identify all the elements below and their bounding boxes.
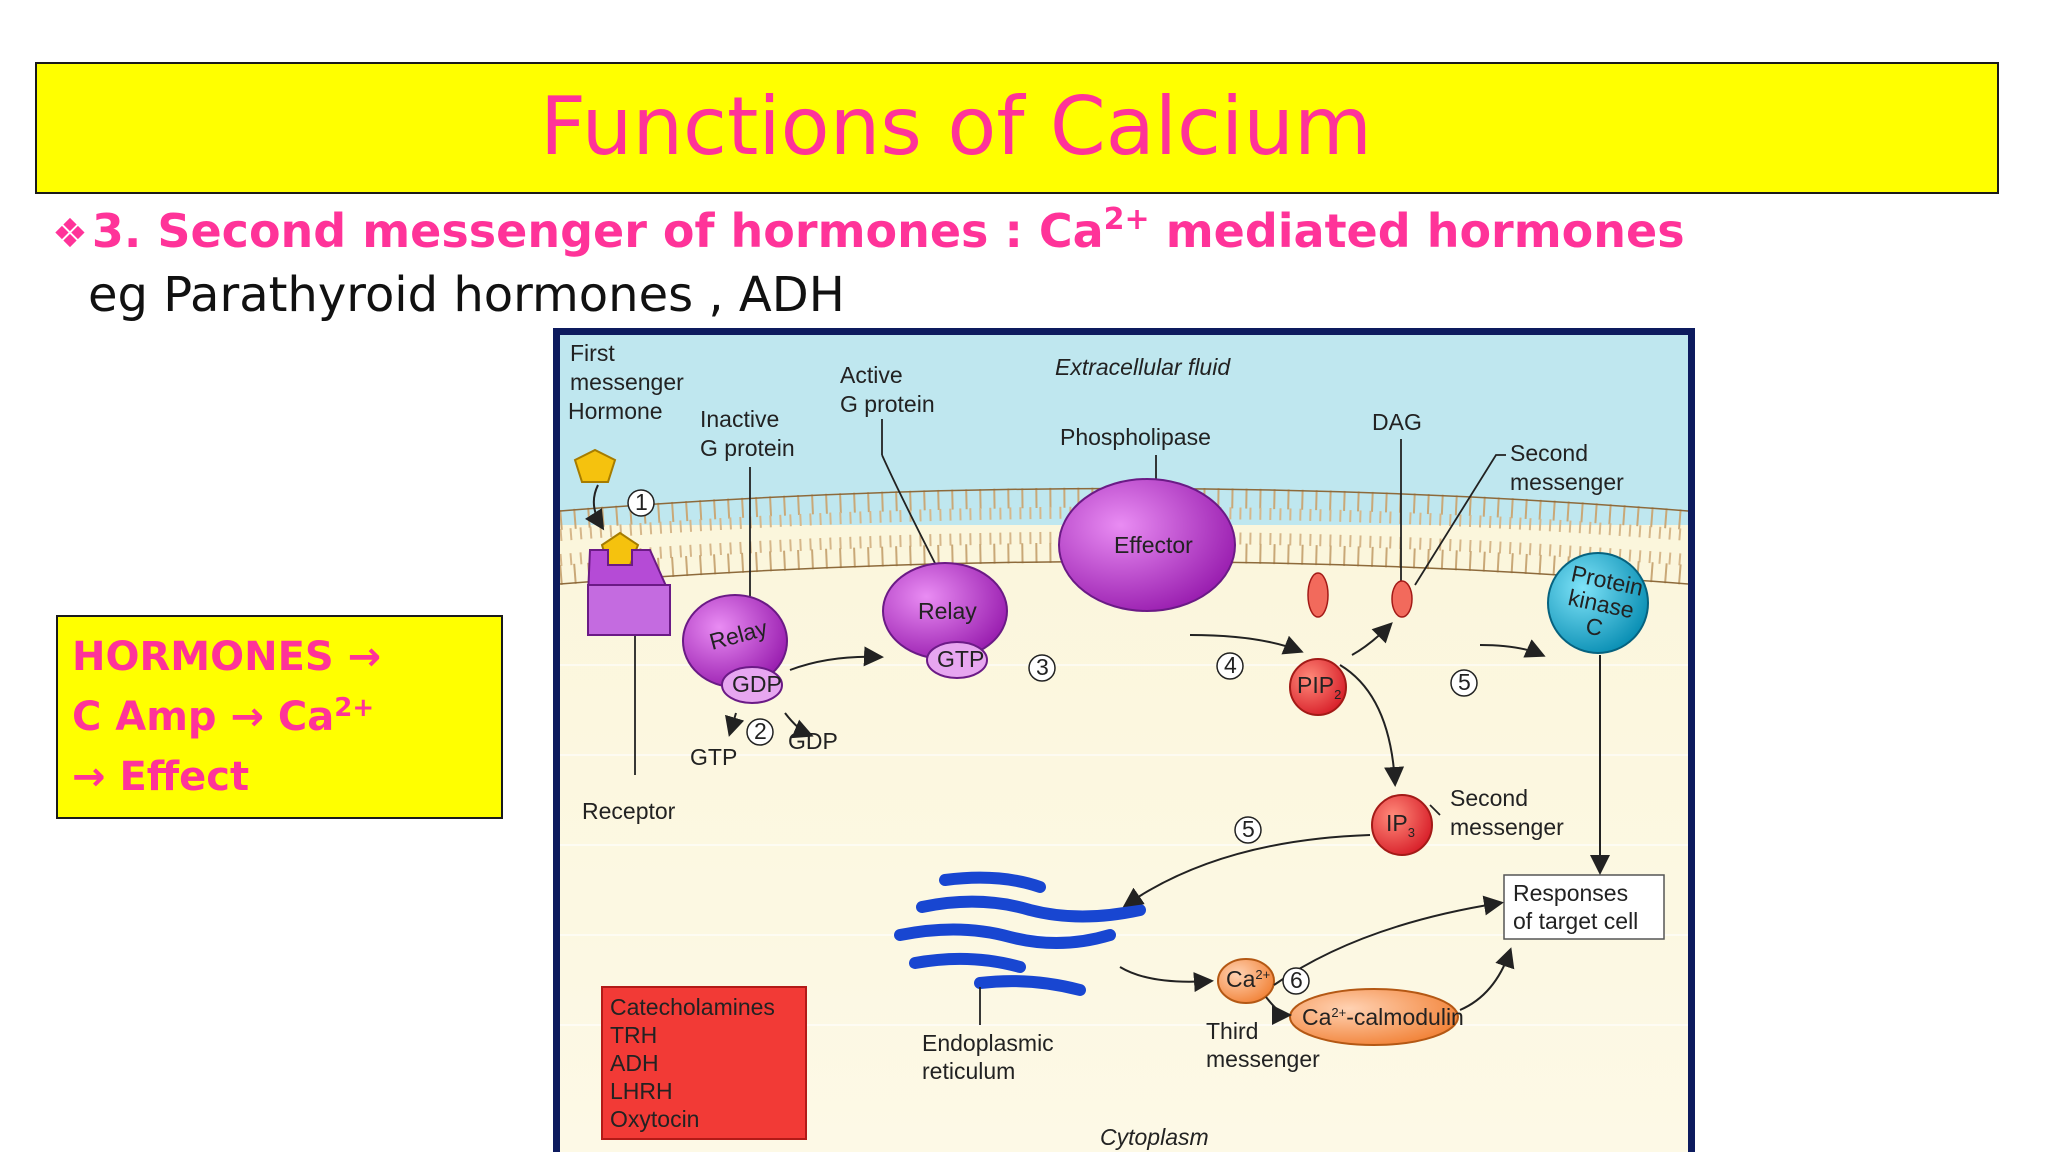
active-g-label-2: G protein [840,391,935,417]
phospholipase-label: Phospholipase [1060,424,1211,450]
slide-title: Functions of Calcium [540,80,1372,173]
gdp-label: GDP [788,728,838,754]
step-6-marker: 6 [1282,967,1310,995]
second-messenger-top-label: Second [1510,440,1588,466]
hormone-list-item: ADH [610,1050,659,1076]
calcium-ion [1217,958,1275,1004]
pathway-line-2: C Amp → Ca2+ [72,687,501,747]
inactive-g-label: Inactive [700,406,779,432]
hormone-list-item: Oxytocin [610,1106,699,1132]
pathway-line-1: HORMONES → [72,634,382,680]
title-banner [35,62,1999,194]
responses-box [1503,874,1665,940]
er-label-2: reticulum [922,1058,1015,1084]
pip2-label: PIP2 [1297,672,1341,702]
effector-label: Effector [1114,532,1193,558]
inactive-g-label-2: G protein [700,435,795,461]
svg-text:2: 2 [754,718,767,744]
hormone-icon [573,448,640,566]
extracellular-label: Extracellular fluid [1055,354,1231,380]
hormone-list-item: LHRH [610,1078,673,1104]
step-5-lower-marker: 5 [1234,816,1262,844]
step-markers: 1 2 3 4 5 5 6 [627,489,1478,995]
step-2-marker: 2 [746,718,774,746]
step-4-marker: 4 [1216,652,1244,680]
first-messenger-label: First [570,340,615,366]
third-messenger-label: Third [1206,1018,1258,1044]
svg-text:3: 3 [1036,654,1049,680]
gdp-bubble-label: GDP [732,671,782,697]
svg-text:6: 6 [1290,967,1303,993]
example-line: eg Parathyroid hormones , ADH [88,267,845,323]
calcium-label: Ca2+ [1226,966,1270,992]
responses-label-2: of target cell [1513,908,1638,934]
bullet-text: 3. Second messenger of hormones : Ca [91,204,1104,258]
hormone-label: Hormone [568,398,663,424]
effector-enzyme [1058,478,1236,612]
signaling-diagram: First messenger Hormone Inactive G prote… [553,328,1695,1152]
relay-active-label: Relay [918,598,977,624]
second-messenger-top-label-2: messenger [1510,469,1624,495]
protein-kinase-c [1547,552,1649,654]
hormone-pathway-box: HORMONES → C Amp → Ca2+ → Effect [56,615,503,819]
endoplasmic-reticulum [894,871,1146,996]
receptor-label: Receptor [582,798,676,824]
step-1-marker: 1 [627,489,655,517]
svg-text:5: 5 [1242,816,1255,842]
bullet-superscript: 2+ [1103,202,1150,237]
second-messenger-mid-label-2: messenger [1450,814,1564,840]
responses-label: Responses [1513,880,1628,906]
calmodulin-label: Ca2+-calmodulin [1302,1004,1464,1030]
svg-text:4: 4 [1224,652,1237,678]
pathway-line-2-text: C Amp → Ca [72,694,335,740]
first-messenger-label-2: messenger [570,369,684,395]
svg-text:1: 1 [635,489,648,515]
ip3-molecule [1371,794,1433,856]
active-g-label: Active [840,362,903,388]
hormone-list-item: TRH [610,1022,657,1048]
ip3-label: IP3 [1386,810,1415,840]
gtp-bubble-label: GTP [937,646,984,672]
diamond-bullet-icon: ❖ [52,211,88,257]
hormone-list-box [601,986,807,1140]
pathway-line-3: → Effect [72,754,250,800]
step-5-upper-marker: 5 [1450,669,1478,697]
third-messenger-label-2: messenger [1206,1046,1320,1072]
cytoplasm-label: Cytoplasm [1100,1124,1209,1150]
hormone-list-item: Catecholamines [610,994,775,1020]
gtp-label: GTP [690,744,737,770]
step-3-marker: 3 [1028,654,1056,682]
gdp-bubble [721,666,783,704]
er-label: Endoplasmic [922,1030,1054,1056]
dag-label: DAG [1372,409,1422,435]
pip2-molecule [1289,658,1347,716]
receptor-protein [586,549,672,636]
pathway-line-2-sup: 2+ [334,693,375,723]
bullet-text-end: mediated hormones [1149,204,1685,258]
bullet-heading: ❖3. Second messenger of hormones : Ca2+ … [52,196,1685,266]
second-messenger-mid-label: Second [1450,785,1528,811]
pk-label-3: C [1583,612,1605,641]
gtp-bubble [926,641,988,679]
svg-text:5: 5 [1458,669,1471,695]
